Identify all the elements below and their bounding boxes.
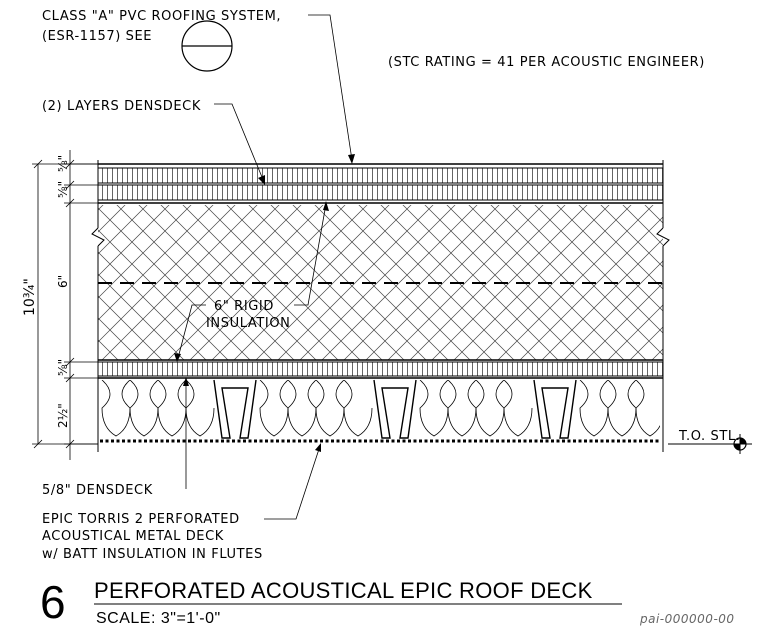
note-roofing-line1: CLASS "A" PVC ROOFING SYSTEM,: [42, 9, 281, 24]
dim-insulation: 6": [56, 275, 70, 288]
note-densdeck-layers: (2) LAYERS DENSDECK: [42, 99, 201, 114]
dim-overall: 10¾": [22, 278, 38, 316]
batt-insulation-flutes: [101, 380, 660, 437]
detail-title-block: 6 PERFORATED ACOUSTICAL EPIC ROOF DECK S…: [40, 576, 735, 628]
densdeck-layer-lower: [97, 184, 664, 201]
section-reference-symbol: [181, 20, 233, 72]
note-deck-line3: w/ BATT INSULATION IN FLUTES: [42, 547, 263, 562]
detail-number: 6: [40, 576, 66, 628]
dim-top-58-a: ⅝": [56, 155, 70, 172]
callout-leaders: [177, 14, 353, 520]
top-of-steel-label: T.O. STL.: [678, 429, 740, 444]
sheet-id: pai-000000-00: [639, 612, 735, 626]
note-rigid-line2: INSULATION: [206, 316, 290, 331]
note-densdeck-58: 5/8" DENSDECK: [42, 483, 153, 498]
note-deck-line1: EPIC TORRIS 2 PERFORATED: [42, 512, 240, 527]
note-rigid-line1: 6" RIGID: [214, 299, 274, 314]
densdeck-layer-upper: [97, 167, 664, 184]
metal-deck-ribs: [213, 379, 577, 439]
dim-deck: 2½": [56, 403, 70, 428]
callout-arrowheads: [174, 154, 355, 452]
roof-assembly-section: [91, 160, 670, 452]
dimension-strings: [32, 150, 98, 460]
densdeck-58-layer: [97, 361, 664, 377]
top-of-steel-marker: T.O. STL.: [668, 429, 752, 454]
dim-top-58-b: ⅝": [56, 181, 70, 198]
dim-bottom-58: ⅝": [56, 359, 70, 376]
detail-scale: SCALE: 3"=1'-0": [96, 610, 221, 627]
detail-title: PERFORATED ACOUSTICAL EPIC ROOF DECK: [94, 578, 593, 603]
note-stc-rating: (STC RATING = 41 PER ACOUSTIC ENGINEER): [388, 55, 705, 70]
note-roofing-line2: (ESR-1157) SEE: [42, 29, 152, 44]
rigid-insulation-layer: [98, 205, 663, 360]
note-deck-line2: ACOUSTICAL METAL DECK: [42, 529, 224, 544]
